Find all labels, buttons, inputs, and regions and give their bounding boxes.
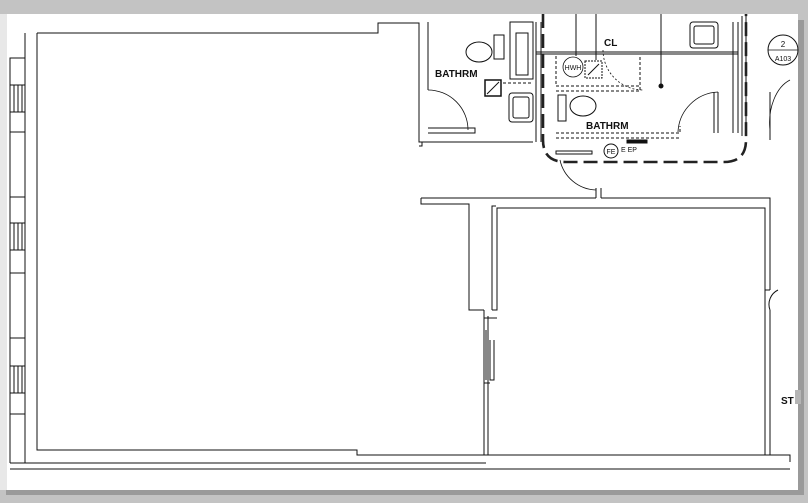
bathroom-right-tank bbox=[557, 94, 567, 122]
door-threshold bbox=[555, 150, 593, 155]
fire-extinguisher-symbol bbox=[603, 143, 619, 159]
bathroom-right-walls bbox=[535, 22, 738, 142]
water-heater-symbol bbox=[562, 56, 584, 78]
bathroom-left-toilet-seat bbox=[512, 96, 530, 119]
lower-room-door-frame bbox=[484, 317, 497, 384]
bathroom-left-walls bbox=[419, 22, 533, 143]
bathroom-left-vanity bbox=[509, 21, 534, 80]
bathroom-right-door-leaf bbox=[713, 92, 719, 133]
bathroom-left-floor-drain bbox=[484, 79, 502, 97]
electrical-panel bbox=[626, 139, 648, 144]
bathroom-left-tank bbox=[493, 34, 505, 60]
bathroom-left-counter bbox=[515, 32, 529, 76]
window-left-2-mullions bbox=[10, 222, 25, 251]
sheet-left-edge bbox=[0, 14, 7, 490]
right-edge-strip bbox=[795, 390, 801, 404]
room-label-stair-partial: ST bbox=[781, 396, 794, 407]
window-left-1-mullions bbox=[10, 84, 25, 113]
dashed-demolition-outline bbox=[541, 14, 748, 164]
sheet-shadow-bottom bbox=[6, 490, 804, 495]
water-heater-valve-line bbox=[587, 63, 600, 76]
corridor-door-swing bbox=[559, 159, 597, 191]
sheet-shadow-right bbox=[798, 20, 804, 494]
bathroom-left-toilet bbox=[508, 92, 534, 123]
room-label-bathroom-left: BATHRM bbox=[435, 69, 478, 80]
kitchen-sink-right bbox=[689, 21, 719, 49]
section-marker-number: 2 bbox=[781, 40, 786, 49]
water-heater-valve bbox=[584, 60, 603, 79]
bathroom-right-dashed-fixtures bbox=[555, 56, 681, 139]
corridor-wall-upper bbox=[420, 197, 771, 311]
exterior-bottom-wall bbox=[10, 454, 791, 470]
bathroom-right-sink bbox=[569, 95, 597, 117]
exterior-left-wall bbox=[9, 33, 26, 463]
water-heater-pipe bbox=[575, 14, 662, 86]
room-label-bathroom-right: BATHRM bbox=[586, 121, 629, 132]
kitchen-sink-basin bbox=[693, 25, 715, 45]
paper-sheet bbox=[0, 14, 798, 490]
section-marker[interactable]: 2 A103 bbox=[767, 34, 799, 66]
room-label-closet: CL bbox=[604, 38, 617, 49]
label-fire-extinguisher: FE bbox=[607, 149, 616, 156]
bathroom-left-door-swing bbox=[427, 89, 469, 131]
corridor-door-stop bbox=[595, 188, 602, 198]
label-water-heater: HWH bbox=[565, 65, 582, 72]
window-left-3-mullions bbox=[10, 365, 25, 394]
section-marker-sheet: A103 bbox=[775, 56, 791, 63]
lower-room-wall bbox=[483, 205, 766, 455]
corridor-wall-right bbox=[732, 16, 747, 136]
right-stair-wall bbox=[765, 234, 779, 455]
floor-drain-dot bbox=[658, 83, 664, 89]
bathroom-left-floor-drain-x bbox=[486, 81, 500, 95]
bathroom-right-door-swing bbox=[677, 91, 719, 133]
bathroom-left-sink bbox=[465, 41, 493, 63]
label-electrical-panel: E EP bbox=[621, 147, 637, 154]
